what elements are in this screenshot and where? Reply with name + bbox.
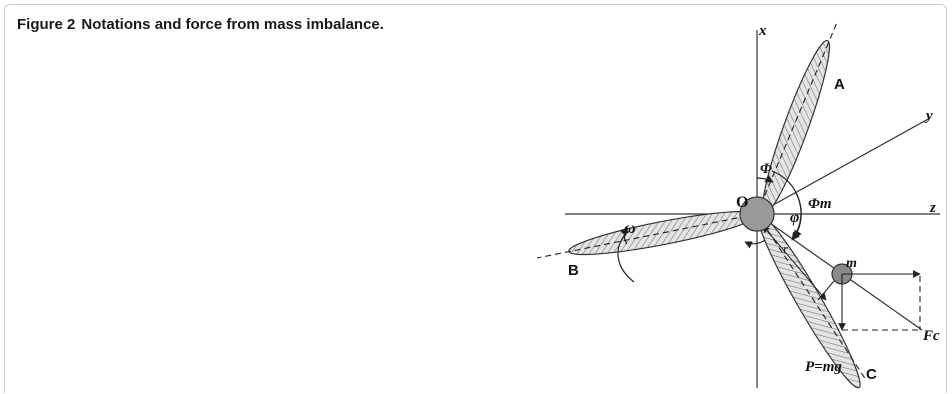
label-blade-b: B bbox=[568, 262, 579, 279]
blade-a bbox=[761, 39, 831, 215]
y-axis bbox=[756, 117, 931, 215]
omega-arrow bbox=[619, 227, 629, 245]
label-phi-capital: Φ bbox=[760, 161, 772, 177]
hub bbox=[739, 196, 775, 232]
phi-capital-arc bbox=[756, 174, 774, 183]
label-radius: r bbox=[783, 241, 789, 256]
r-arrow bbox=[762, 225, 827, 301]
label-y-axis: y bbox=[924, 108, 933, 124]
label-centrifugal-force: Fc bbox=[922, 328, 940, 344]
figure-caption: Figure 2 Notations and force from mass im… bbox=[17, 16, 384, 33]
figure-title: Notations and force from mass imbalance. bbox=[81, 16, 384, 33]
label-omega: ω bbox=[624, 220, 636, 237]
rotation-arc bbox=[744, 239, 766, 249]
blade-b-axis bbox=[536, 213, 758, 259]
label-blade-a: A bbox=[834, 76, 845, 93]
label-x-axis: x bbox=[758, 23, 767, 39]
figure-number: Figure 2 bbox=[17, 16, 76, 33]
label-phi: φ bbox=[790, 209, 799, 226]
figure-frame bbox=[4, 4, 947, 393]
label-origin: O bbox=[736, 194, 748, 211]
label-gravity-force: P=mg bbox=[805, 359, 842, 375]
label-blade-c: C bbox=[866, 366, 877, 383]
label-mass: m bbox=[846, 256, 857, 271]
label-phi-m: Φm bbox=[808, 196, 832, 212]
label-z-axis: z bbox=[929, 200, 936, 216]
mass-support-line bbox=[817, 280, 835, 301]
